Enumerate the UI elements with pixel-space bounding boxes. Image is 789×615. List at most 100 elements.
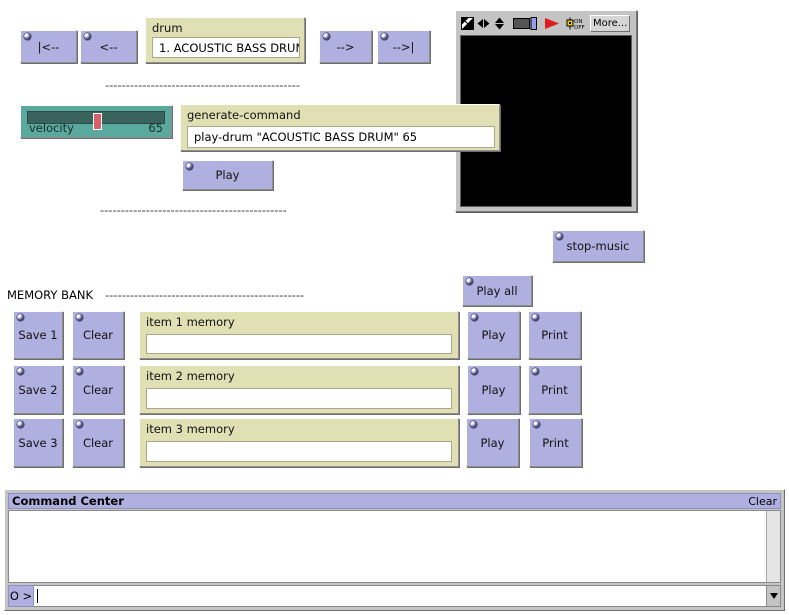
view-size-icon[interactable] xyxy=(513,16,537,30)
stop-music-label: stop-music xyxy=(566,239,630,253)
print-2-button[interactable]: Print xyxy=(528,365,581,414)
save-3-label: Save 3 xyxy=(18,435,58,450)
button-sphere-icon xyxy=(533,421,540,428)
button-sphere-icon xyxy=(17,368,24,375)
button-sphere-icon xyxy=(84,33,91,40)
button-sphere-icon xyxy=(471,368,478,375)
clear-3-button[interactable]: Clear xyxy=(72,418,124,467)
command-center-scrollbar[interactable] xyxy=(766,511,780,582)
memory-bank-separator: ----------------------------------------… xyxy=(105,288,305,302)
print-1-label: Print xyxy=(541,328,568,342)
item-3-memory-title: item 3 memory xyxy=(146,422,235,436)
button-sphere-icon xyxy=(76,368,83,375)
button-sphere-icon xyxy=(556,233,563,240)
command-center-title: Command Center xyxy=(12,494,124,508)
command-center-header: Command Center Clear xyxy=(8,493,781,509)
save-3-button[interactable]: Save 3 xyxy=(13,418,63,467)
velocity-slider[interactable]: velocity 65 xyxy=(20,105,172,138)
button-sphere-icon xyxy=(76,421,83,428)
memory-bank-label: MEMORY BANK xyxy=(7,288,93,302)
view-toolbar: ON OFF More... xyxy=(458,13,634,33)
horizontal-arrows-icon[interactable] xyxy=(477,17,490,30)
svg-text:OFF: OFF xyxy=(574,25,585,30)
generate-command-monitor[interactable]: generate-command play-drum "ACOUSTIC BAS… xyxy=(180,104,500,151)
button-sphere-icon xyxy=(532,368,539,375)
command-center-prompt: O > xyxy=(8,585,34,607)
item-2-memory-title: item 2 memory xyxy=(146,369,235,383)
play-3-label: Play xyxy=(480,435,505,450)
item-1-memory-input[interactable]: item 1 memory xyxy=(139,311,459,359)
play-1-label: Play xyxy=(481,328,506,342)
view-more-button[interactable]: More... xyxy=(590,14,631,32)
chevron-down-icon xyxy=(769,593,778,599)
item-1-memory-title: item 1 memory xyxy=(146,315,235,329)
print-3-button[interactable]: Print xyxy=(529,418,582,467)
button-sphere-icon xyxy=(76,314,83,321)
save-2-button[interactable]: Save 2 xyxy=(13,365,63,414)
item-2-memory-value[interactable] xyxy=(146,388,452,409)
nav-first-button[interactable]: |<-- xyxy=(20,30,77,63)
on-off-switch-icon[interactable]: ON OFF xyxy=(565,17,585,30)
button-sphere-icon xyxy=(186,163,193,170)
command-center-clear-button[interactable]: Clear xyxy=(748,494,777,508)
svg-text:ON: ON xyxy=(574,19,582,25)
view-more-label: More... xyxy=(593,17,628,29)
item-3-memory-input[interactable]: item 3 memory xyxy=(139,418,459,467)
play-2-button[interactable]: Play xyxy=(467,365,520,414)
item-2-memory-input[interactable]: item 2 memory xyxy=(139,365,459,414)
button-sphere-icon xyxy=(470,421,477,428)
generate-command-value: play-drum "ACOUSTIC BASS DRUM" 65 xyxy=(187,126,495,148)
drum-chooser-title: drum xyxy=(152,21,183,35)
velocity-slider-value: 65 xyxy=(148,121,163,135)
command-center-output[interactable] xyxy=(8,510,781,583)
play-arrow-icon[interactable] xyxy=(544,17,560,30)
nav-last-label: -->| xyxy=(392,39,415,54)
nav-previous-button[interactable]: <-- xyxy=(80,30,137,63)
velocity-slider-thumb[interactable] xyxy=(93,113,103,130)
generate-command-title: generate-command xyxy=(187,108,301,122)
vertical-arrows-icon[interactable] xyxy=(493,17,506,30)
velocity-slider-track[interactable] xyxy=(27,111,165,130)
button-sphere-icon xyxy=(17,314,24,321)
button-sphere-icon xyxy=(381,33,388,40)
print-1-button[interactable]: Print xyxy=(528,311,581,359)
text-caret xyxy=(37,589,38,603)
nav-first-label: |<-- xyxy=(37,39,60,54)
stop-music-button[interactable]: stop-music xyxy=(552,230,644,262)
nav-previous-label: <-- xyxy=(99,39,118,54)
play-1-button[interactable]: Play xyxy=(467,311,520,359)
separator-middle: ----------------------------------------… xyxy=(100,203,287,217)
play-3-button[interactable]: Play xyxy=(466,418,519,467)
clear-1-button[interactable]: Clear xyxy=(72,311,124,359)
command-center-input[interactable] xyxy=(34,585,767,607)
play-all-button[interactable]: Play all xyxy=(462,275,532,306)
print-3-label: Print xyxy=(542,435,569,450)
item-3-memory-value[interactable] xyxy=(146,441,452,462)
button-sphere-icon xyxy=(323,33,330,40)
clear-2-label: Clear xyxy=(82,382,114,397)
clear-2-button[interactable]: Clear xyxy=(72,365,124,414)
save-1-button[interactable]: Save 1 xyxy=(13,311,63,359)
play-all-label: Play all xyxy=(476,283,518,298)
button-sphere-icon xyxy=(532,314,539,321)
print-2-label: Print xyxy=(541,382,568,397)
nav-next-button[interactable]: --> xyxy=(319,30,372,63)
nav-next-label: --> xyxy=(336,39,355,54)
command-center-input-row: O > xyxy=(8,585,781,607)
clear-3-label: Clear xyxy=(82,435,114,450)
clear-1-label: Clear xyxy=(82,328,114,342)
play-button-label: Play xyxy=(215,168,240,182)
button-sphere-icon xyxy=(471,314,478,321)
save-2-label: Save 2 xyxy=(18,382,58,397)
play-2-label: Play xyxy=(481,382,506,397)
drum-chooser-value[interactable]: 1. ACOUSTIC BASS DRUM xyxy=(152,37,300,58)
edit-mode-icon[interactable] xyxy=(461,16,474,30)
nav-last-button[interactable]: -->| xyxy=(377,30,430,63)
button-sphere-icon xyxy=(17,421,24,428)
play-button[interactable]: Play xyxy=(182,160,273,190)
item-1-memory-value[interactable] xyxy=(146,334,452,354)
velocity-slider-label: velocity xyxy=(29,121,74,135)
command-center[interactable]: Command Center Clear O > xyxy=(4,489,785,611)
command-center-history-dropdown[interactable] xyxy=(767,585,781,607)
drum-chooser[interactable]: drum 1. ACOUSTIC BASS DRUM xyxy=(145,17,305,63)
